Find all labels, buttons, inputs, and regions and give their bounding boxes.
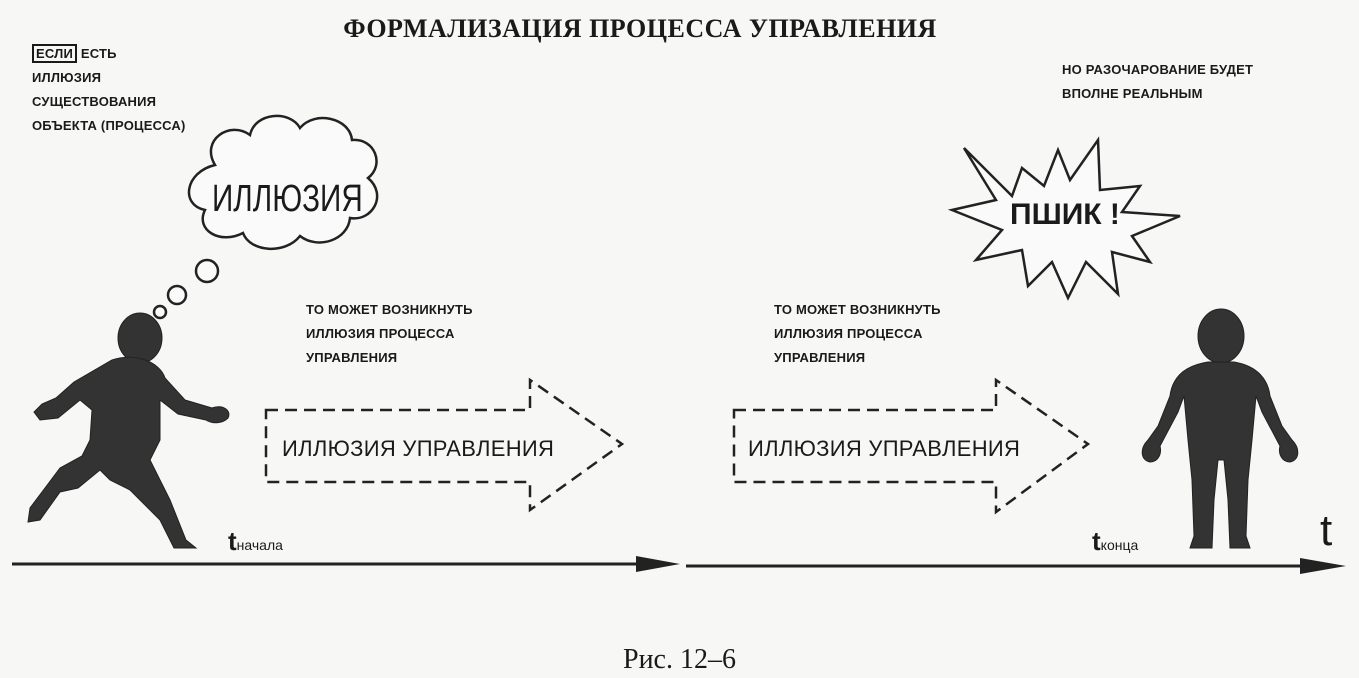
thought-bubbles xyxy=(152,258,220,320)
if-word-box: ЕСЛИ xyxy=(32,44,78,63)
may-arise-left-line-3: УПРАВЛЕНИЯ xyxy=(306,350,398,365)
t-start-label: tначала xyxy=(228,526,283,557)
t-end-label: tконца xyxy=(1092,526,1138,557)
condition-line-2: ИЛЛЮЗИЯ xyxy=(32,70,102,85)
may-arise-right-line-3: УПРАВЛЕНИЯ xyxy=(774,350,866,365)
may-arise-right-line-2: ИЛЛЮЗИЯ ПРОЦЕССА xyxy=(774,326,923,341)
may-arise-text-right: ТО МОЖЕТ ВОЗНИКНУТЬ ИЛЛЮЗИЯ ПРОЦЕССА УПР… xyxy=(774,298,941,370)
t-start-symbol: t xyxy=(228,526,237,556)
burst-text: ПШИК ! xyxy=(1010,198,1120,231)
running-man-figure xyxy=(27,312,230,549)
figure-caption: Рис. 12–6 xyxy=(623,644,736,675)
disappointment-line-2: ВПОЛНЕ РЕАЛЬНЫМ xyxy=(1062,86,1203,101)
arrow-right-outline xyxy=(732,377,1091,515)
burst-shape xyxy=(947,136,1181,301)
thought-cloud xyxy=(187,114,379,251)
t-end-symbol: t xyxy=(1092,526,1101,556)
disappointment-text: НО РАЗОЧАРОВАНИЕ БУДЕТ ВПОЛНЕ РЕАЛЬНЫМ xyxy=(1062,58,1253,106)
timeline-right xyxy=(686,558,1346,574)
arrow-left-outline xyxy=(264,377,625,513)
disappointment-line-1: НО РАЗОЧАРОВАНИЕ БУДЕТ xyxy=(1062,62,1254,77)
t-start-word: начала xyxy=(236,537,283,553)
time-axis-label: t xyxy=(1320,506,1333,555)
t-end-word: конца xyxy=(1100,537,1139,553)
standing-man-figure xyxy=(1141,308,1299,549)
condition-text: ЕСЛИ ЕСТЬ ИЛЛЮЗИЯ СУЩЕСТВОВАНИЯ ОБЪЕКТА … xyxy=(32,42,186,138)
timeline-left xyxy=(12,556,680,572)
arrow-left-text: ИЛЛЮЗИЯ УПРАВЛЕНИЯ xyxy=(282,436,555,461)
may-arise-left-line-2: ИЛЛЮЗИЯ ПРОЦЕССА xyxy=(306,326,455,341)
condition-line-1: ЕСТЬ xyxy=(80,46,117,61)
diagram-title: ФОРМАЛИЗАЦИЯ ПРОЦЕССА УПРАВЛЕНИЯ xyxy=(343,14,937,43)
arrow-right-text: ИЛЛЮЗИЯ УПРАВЛЕНИЯ xyxy=(748,436,1021,461)
cloud-text: ИЛЛЮЗИЯ xyxy=(212,178,363,220)
condition-line-3: СУЩЕСТВОВАНИЯ xyxy=(32,94,157,109)
may-arise-left-line-1: ТО МОЖЕТ ВОЗНИКНУТЬ xyxy=(306,302,473,317)
may-arise-right-line-1: ТО МОЖЕТ ВОЗНИКНУТЬ xyxy=(774,302,941,317)
may-arise-text-left: ТО МОЖЕТ ВОЗНИКНУТЬ ИЛЛЮЗИЯ ПРОЦЕССА УПР… xyxy=(306,298,473,370)
condition-line-4: ОБЪЕКТА (ПРОЦЕССА) xyxy=(32,118,186,133)
